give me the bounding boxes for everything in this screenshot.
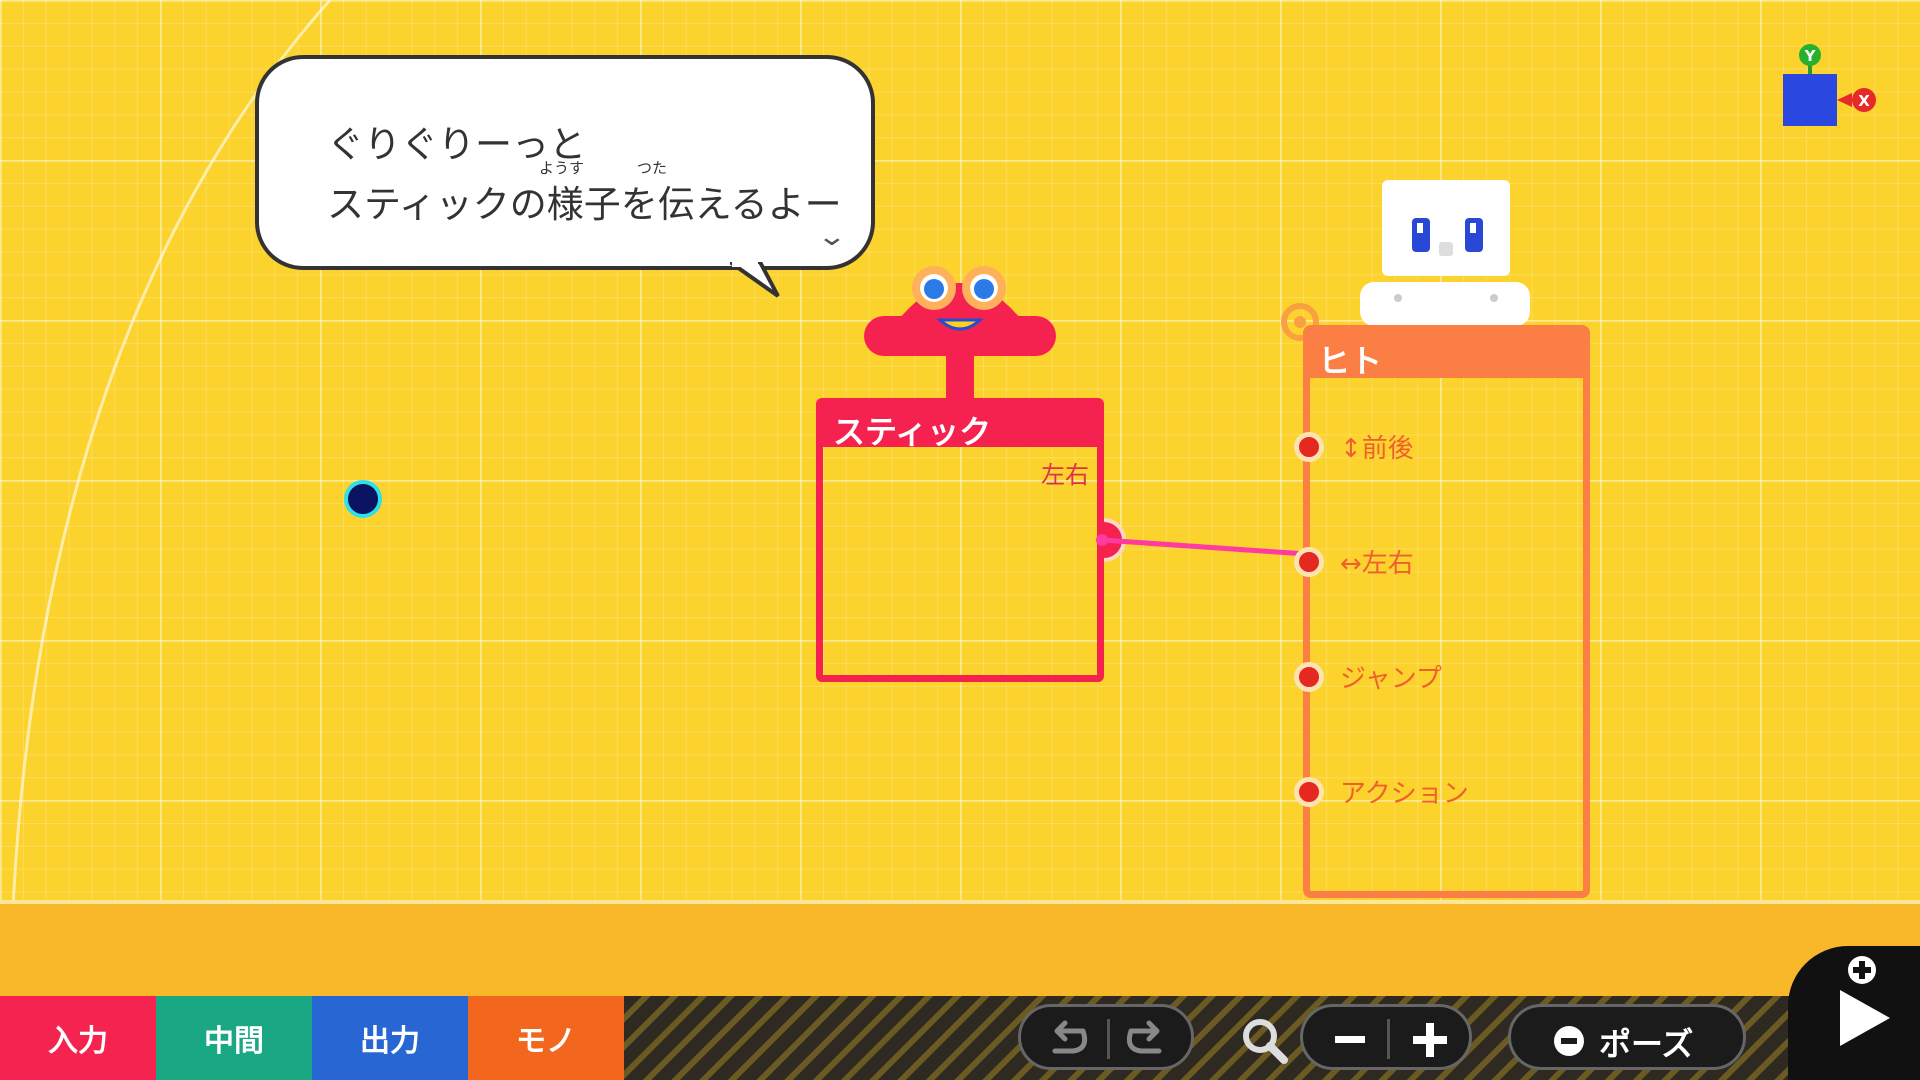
stick-node[interactable]: スティック 左右 [816,398,1104,682]
pin-left-right[interactable] [1294,547,1324,577]
dialog-line-1: ぐりぐりーっと [327,123,586,166]
pause-label: ポーズ [1599,1025,1694,1063]
dialog-line-2: スティックの様子を伝えるよー [327,183,842,226]
person-node-header[interactable]: ヒト [1310,332,1583,380]
zoom-in-icon[interactable] [1413,1023,1447,1057]
play-icon[interactable] [1834,986,1894,1050]
node-settings-icon[interactable] [1278,298,1328,348]
tab-input[interactable]: 入力 [0,996,156,1080]
pin-label-action: アクション [1340,779,1469,809]
zoom-out-icon[interactable] [1335,1025,1365,1055]
play-panel [1788,946,1920,1080]
dialog-bubble[interactable]: ぐりぐりーっと ようす つた スティックの様子を伝えるよー ⌄ [255,55,875,270]
undo-redo-control [1018,1004,1194,1070]
stick-node-title: スティック [833,413,992,451]
stick-character-icon [864,266,1056,403]
stick-output-label: 左右 [1041,461,1089,489]
dialog-ruby-1: ようす [539,159,585,177]
person-node[interactable]: ヒト ↕前後 ↔左右 ジャンプ アクション [1294,325,1590,898]
chevron-down-icon[interactable]: ⌄ [816,222,848,252]
pin-forward-back[interactable] [1294,432,1324,462]
undo-icon[interactable] [1043,1019,1091,1059]
pause-button[interactable]: ポーズ [1508,1004,1746,1070]
floor-strip [0,900,1920,1004]
tab-output[interactable]: 出力 [312,996,468,1080]
plus-button-icon[interactable] [1846,954,1878,986]
pin-label-forward-back: ↕前後 [1340,434,1414,464]
tab-middle[interactable]: 中間 [156,996,312,1080]
stick-node-header[interactable]: スティック [823,405,1097,451]
pin-jump[interactable] [1294,662,1324,692]
pin-label-left-right: ↔左右 [1340,549,1414,579]
field-boundary-arc [8,0,332,1000]
cursor-dot[interactable] [344,480,382,518]
dialog-ruby-2: つた [637,159,668,177]
redo-icon[interactable] [1123,1019,1171,1059]
zoom-control [1300,1004,1472,1070]
search-icon[interactable] [1240,1016,1290,1066]
pin-label-jump: ジャンプ [1340,664,1442,694]
bubble-tail [730,262,780,298]
minus-button-icon [1554,1026,1584,1056]
axis-gizmo-icon: Y X [1783,44,1876,126]
tab-object[interactable]: モノ [468,996,624,1080]
gizmo-x-label: X [1858,92,1870,110]
pin-action[interactable] [1294,777,1324,807]
gizmo-y-label: Y [1804,47,1817,65]
robot-character-icon [1360,180,1530,326]
person-node-title: ヒト [1318,342,1383,380]
